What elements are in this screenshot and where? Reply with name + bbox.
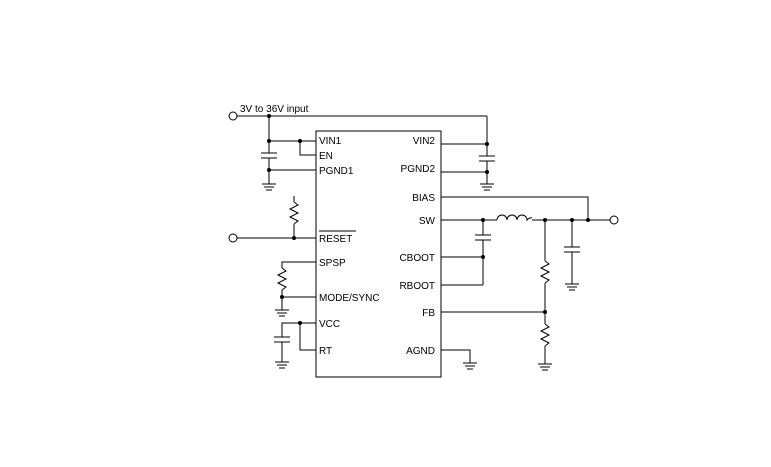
pin-label-pgnd2: PGND2 bbox=[401, 164, 436, 175]
pin-label-spsp: SPSP bbox=[319, 258, 346, 269]
pin-label-vin2: VIN2 bbox=[413, 136, 436, 147]
pin-label-cboot: CBOOT bbox=[399, 253, 435, 264]
pin-label-bias: BIAS bbox=[412, 193, 435, 204]
pin-label-pgnd1: PGND1 bbox=[319, 166, 354, 177]
pin-label-vcc: VCC bbox=[319, 319, 340, 330]
reset-network bbox=[228, 196, 356, 243]
output-terminal bbox=[609, 215, 619, 225]
spsp-mode-network bbox=[275, 261, 316, 317]
ic-package bbox=[315, 130, 442, 378]
pin-label-mode-sync: MODE/SYNC bbox=[319, 293, 380, 304]
output-network bbox=[441, 196, 619, 371]
pin-label-sw: SW bbox=[419, 216, 436, 227]
vcc-rt-network bbox=[274, 321, 316, 369]
pin-label-vin1: VIN1 bbox=[319, 136, 342, 147]
pin-label-reset: RESET bbox=[319, 234, 352, 245]
input-terminal bbox=[228, 111, 238, 121]
reset-terminal bbox=[228, 233, 238, 243]
pin-label-rt: RT bbox=[319, 346, 332, 357]
pin-label-agnd: AGND bbox=[406, 346, 435, 357]
input-label: 3V to 36V input bbox=[240, 104, 309, 115]
pin-label-fb: FB bbox=[422, 308, 435, 319]
pin-label-rboot: RBOOT bbox=[399, 281, 435, 292]
input-network bbox=[228, 111, 495, 191]
pin-label-en: EN bbox=[319, 151, 333, 162]
